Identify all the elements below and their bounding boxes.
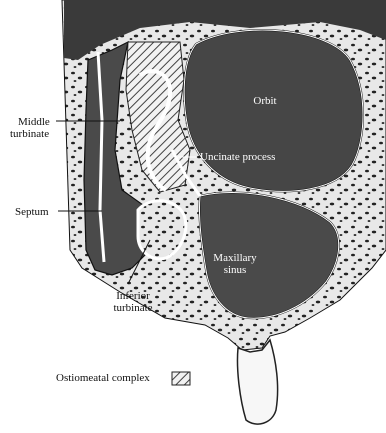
septum-label: Septum xyxy=(15,206,49,218)
middle-turbinate-label-line2: turbinate xyxy=(10,128,49,140)
maxillary-sinus-label-line1: Maxillary xyxy=(205,252,265,264)
legend-label: Ostiomeatal complex xyxy=(56,372,150,384)
orbit xyxy=(184,30,363,191)
middle-turbinate-label-line1: Middle xyxy=(18,116,50,128)
inferior-turbinate-label-line1: Inferior xyxy=(108,290,158,302)
inferior-turbinate-label-line2: turbinate xyxy=(104,302,162,314)
orbit-label: Orbit xyxy=(245,95,285,107)
legend-swatch xyxy=(172,372,190,385)
maxillary-sinus-label-line2: sinus xyxy=(205,264,265,276)
tooth xyxy=(237,340,277,424)
uncinate-process-label: Uncinate process xyxy=(200,151,275,163)
